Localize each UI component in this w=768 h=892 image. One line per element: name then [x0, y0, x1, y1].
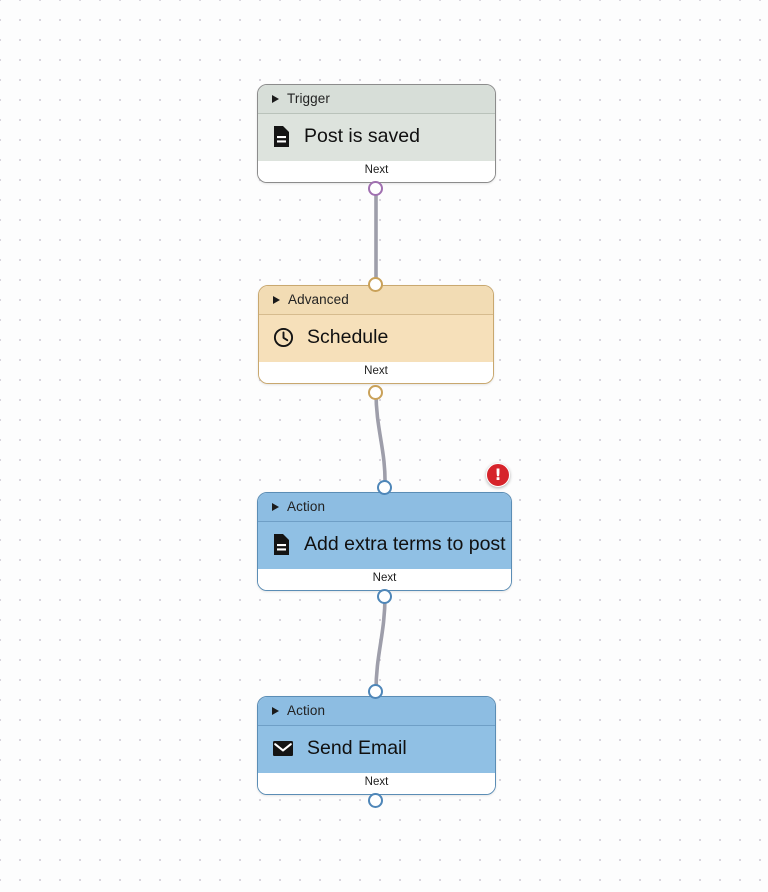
chevron-right-icon[interactable]	[272, 707, 279, 715]
node-body-trigger: Post is saved	[258, 114, 495, 161]
clock-icon	[273, 327, 294, 348]
node-category-label: Action	[287, 499, 326, 514]
document-icon	[272, 125, 291, 148]
node-category-label: Trigger	[287, 91, 330, 106]
node-header-action-add-terms[interactable]: Action	[258, 493, 511, 522]
node-body-advanced: Schedule	[259, 315, 493, 362]
node-category-label: Advanced	[288, 292, 349, 307]
node-next-label[interactable]: Next	[258, 569, 511, 590]
port-out-action-add-terms[interactable]	[377, 589, 392, 604]
workflow-node-trigger[interactable]: Trigger Post is saved Next	[257, 84, 496, 183]
node-header-action-send-email[interactable]: Action	[258, 697, 495, 726]
envelope-icon	[272, 739, 294, 758]
chevron-right-icon[interactable]	[272, 95, 279, 103]
port-in-action-add-terms[interactable]	[377, 480, 392, 495]
workflow-node-action-add-terms[interactable]: Action Add extra terms to post Next	[257, 492, 512, 591]
port-in-action-send-email[interactable]	[368, 684, 383, 699]
node-next-label[interactable]: Next	[259, 362, 493, 383]
port-in-advanced[interactable]	[368, 277, 383, 292]
node-title-label: Add extra terms to post	[304, 533, 506, 555]
port-out-advanced[interactable]	[368, 385, 383, 400]
status-badge-error[interactable]: !	[486, 463, 510, 487]
node-next-label[interactable]: Next	[258, 773, 495, 794]
node-title-label: Post is saved	[304, 125, 420, 147]
connector-advanced-to-action-add-terms	[374, 390, 387, 489]
workflow-node-action-send-email[interactable]: Action Send Email Next	[257, 696, 496, 795]
exclamation-icon: !	[494, 464, 502, 484]
chevron-right-icon[interactable]	[272, 503, 279, 511]
node-category-label: Action	[287, 703, 326, 718]
port-out-action-send-email[interactable]	[368, 793, 383, 808]
connector-action-add-terms-to-send-email	[374, 594, 387, 693]
node-title-label: Send Email	[307, 737, 407, 759]
node-title-label: Schedule	[307, 326, 389, 348]
node-next-label[interactable]: Next	[258, 161, 495, 182]
document-icon	[272, 533, 291, 556]
node-body-action-add-terms: Add extra terms to post	[258, 522, 511, 569]
workflow-node-advanced[interactable]: Advanced Schedule Next	[258, 285, 494, 384]
node-header-trigger[interactable]: Trigger	[258, 85, 495, 114]
port-out-trigger[interactable]	[368, 181, 383, 196]
node-body-action-send-email: Send Email	[258, 726, 495, 773]
chevron-right-icon[interactable]	[273, 296, 280, 304]
